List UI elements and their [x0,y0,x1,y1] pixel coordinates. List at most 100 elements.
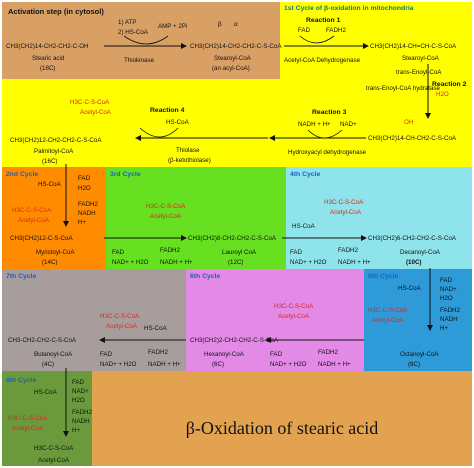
fourth-cycle-fad: FAD [290,249,303,256]
enoyl-hydratase: trans-Enoyl-CoA hydratase [366,85,440,92]
second-cycle-acetyl-name: Acetyl-CoA [18,217,50,224]
second-cycle-fadh2: FADH2 [78,201,99,208]
hydroxy-oh: OH [404,119,413,126]
reaction-4-acetyl-formula: H3C-C-S-CoA [70,99,110,106]
fifth-cycle-hplus: H+ [440,325,448,332]
stearoyl-name: Stearoyl-CoA [214,55,252,62]
sixth-cycle-acetyl-formula: H3C-C-S-CoA [274,303,314,310]
seventh-cycle-fad: FAD [100,351,113,358]
first-cycle-header: 1st Cycle of β-oxidation in mitochondria [284,5,414,12]
second-cycle-header: 2nd Cycle [6,171,38,178]
reaction-3-nad: NAD+ [340,121,357,128]
seventh-cycle-header: 7th Cycle [6,273,36,280]
enoyl-name: Stearoyl-CoA [402,55,440,62]
fourth-cycle-acetyl-formula: H3C-C-S-CoA [324,199,364,206]
palmitoyl-name: Palmitoyl-CoA [34,148,74,155]
second-cycle-panel [2,167,106,269]
third-cycle-fad: FAD [112,249,125,256]
hexanoyl-name: Hexanoyl-CoA [204,351,245,358]
sixth-cycle-panel [186,269,364,371]
activation-header: Activation step (in cytosol) [8,7,104,16]
sixth-cycle-acetyl-name: Acetyl-CoA [278,313,310,320]
eighth-cycle-acetyl-formula-red: H3C-C-S-CoA [8,415,48,422]
fifth-cycle-fadh2: FADH2 [440,307,461,314]
stearic-acid-name: Stearic acid [32,55,65,62]
eighth-cycle-panel [2,371,92,466]
second-cycle-hplus: H+ [78,219,86,226]
activation-reagent-2: 2) HS-CoA [118,29,149,36]
myristoyl-carbons: (14C) [42,259,57,266]
fourth-cycle-acetyl-name: Acetyl-CoA [330,209,362,216]
eighth-cycle-fadh2: FADH2 [72,409,93,416]
fifth-cycle-nad: NAD+ [440,286,457,293]
fifth-cycle-panel [364,269,472,371]
reaction-1-enzyme: Acetyl-CoA Dehydrogenase [284,57,361,64]
butanoyl-carbons: (4C) [42,361,54,368]
seventh-cycle-acetyl-formula: H3C-C-S-CoA [100,313,140,320]
eighth-cycle-acetyl-formula: H3C-C-S-CoA [34,445,74,452]
fourth-cycle-fadh2: FADH2 [338,247,359,254]
third-cycle-acetyl-name: Acetyl-CoA [150,213,182,220]
reaction-3-curve [307,129,343,139]
palmitoyl-formula: CH3(CH2)12-CH2-CH2-C-S-CoA [10,137,102,144]
eighth-cycle-hscoa: HS-CoA [34,389,58,396]
lauroyl-name: Lauroyl CoA [222,249,257,256]
fourth-cycle-panel [286,167,472,269]
activation-products: AMP + 2Pi [158,23,187,30]
third-cycle-panel [106,167,286,269]
thiolase-sub: (β-ketothiolase) [168,157,211,164]
sixth-cycle-nad-h2o: NAD+ + H2O [270,361,307,368]
diagram-title: β-Oxidation of stearic acid [186,418,379,438]
stearoyl-beta: β [218,21,222,28]
reaction-2-label: Reaction 2 [432,81,467,88]
eighth-cycle-nadh: NADH [72,418,90,425]
reaction-3-nadh: NADH + H+ [298,121,331,128]
thiolase-label: Thiolase [176,147,200,154]
fifth-cycle-h2o: H2O [440,295,453,302]
first-cycle-panel [280,2,472,79]
reaction-1-label: Reaction 1 [306,17,341,24]
third-cycle-nadh: NADH + H+ [160,259,193,266]
hexanoyl-carbons: (6C) [212,361,224,368]
seventh-cycle-nadh: NADH + H+ [148,361,181,368]
third-cycle-acetyl-formula: H3C-C-S-CoA [146,203,186,210]
activation-curve [123,35,169,45]
decanoyl-carbons: (10C) [406,259,421,266]
thiokinase-label: Thiokinase [124,57,154,64]
octanoyl-carbons: (8C) [408,361,420,368]
second-cycle-fad: FAD [78,175,91,182]
eighth-cycle-nad: NAD+ [72,388,89,395]
octanoyl-name: Octanoyl-CoA [400,351,439,358]
hexanoyl-formula: CH3(CH2)2-CH2-CH2-C-S-CoA [190,337,279,344]
sixth-cycle-fad: FAD [270,351,283,358]
reaction-4-label: Reaction 4 [150,107,185,114]
decanoyl-formula: CH3(CH2)6-CH2-CH2-C-S-CoA [368,235,457,242]
fourth-cycle-nad-h2o: NAD+ + H2O [290,259,327,266]
second-cycle-h2o: H2O [78,185,91,192]
stearoyl-sub: (an acyl-CoA) [212,65,250,72]
seventh-cycle-fadh2: FADH2 [148,349,169,356]
reaction-1-fadh2: FADH2 [326,27,347,34]
decanoyl-name: Decanoyl-CoA [400,249,441,256]
lauroyl-formula: CH3(CH2)8-CH2-CH2-C-S-CoA [188,235,277,242]
second-cycle-acetyl-formula: H3C-C-S-CoA [12,207,52,214]
fifth-cycle-acetyl-name: Acetyl-CoA [372,317,404,324]
fourth-cycle-hscoa: HS-CoA [292,223,316,230]
fifth-cycle-header: 5th Cycle [368,273,398,280]
eighth-cycle-h2o: H2O [72,397,85,404]
fifth-cycle-fad: FAD [440,277,453,284]
stearoyl-alpha: α [234,21,238,28]
third-cycle-fadh2: FADH2 [160,247,181,254]
eighth-cycle-acetyl-name: Acetyl-CoA [38,457,70,464]
seventh-cycle-hscoa: HS-CoA [144,325,168,332]
first-cycle-panel-main [2,79,472,167]
reaction-3-label: Reaction 3 [312,109,347,116]
sixth-cycle-header: 6th Cycle [190,273,220,280]
eighth-cycle-header: 8th Cycle [6,377,36,384]
sixth-cycle-fadh2: FADH2 [318,349,339,356]
reaction-4-curve [139,127,179,138]
stearic-acid-carbons: (18C) [40,65,55,72]
myristoyl-name: Myristoyl-CoA [36,249,75,256]
third-cycle-header: 3rd Cycle [110,171,141,178]
